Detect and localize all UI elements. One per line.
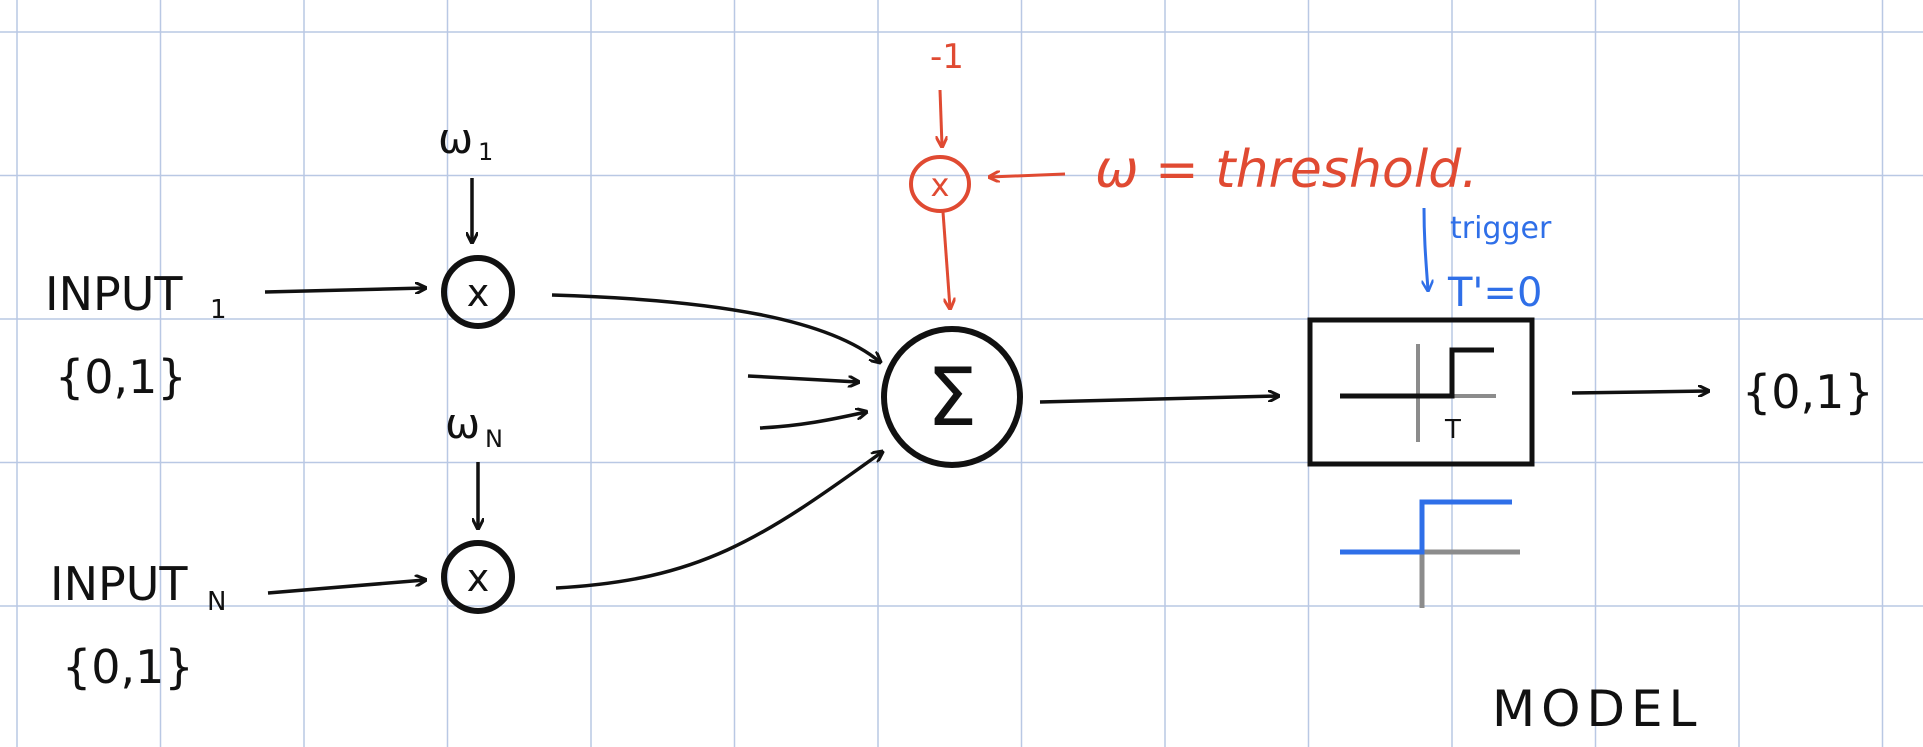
input-1: INPUT 1 {0,1} bbox=[45, 267, 425, 404]
trigger-equation: T'=0 bbox=[1447, 270, 1542, 316]
edge-node-n-to-sum bbox=[555, 452, 882, 590]
bias-to-sum-arrow bbox=[941, 211, 950, 308]
step-threshold-label: T bbox=[1444, 415, 1461, 445]
edge-extra-1-to-sum bbox=[747, 374, 858, 382]
multiply-node-1 bbox=[441, 255, 515, 329]
step-curve bbox=[1340, 347, 1494, 399]
bias-value-arrow bbox=[940, 89, 942, 146]
multiply-node-n-symbol: x bbox=[467, 556, 490, 600]
weight-1: ω 1 x bbox=[438, 114, 515, 329]
weight-1-symbol: ω bbox=[438, 114, 473, 163]
input-1-subscript: 1 bbox=[210, 295, 227, 325]
trigger-label: trigger bbox=[1450, 211, 1552, 246]
input-1-domain: {0,1} bbox=[55, 350, 187, 404]
input-n-arrow bbox=[267, 580, 425, 595]
input-1-label: INPUT bbox=[45, 267, 183, 321]
output-arrow bbox=[1571, 391, 1708, 393]
edge-sum-to-step bbox=[1039, 396, 1278, 404]
edge-extra-2-to-sum bbox=[759, 412, 866, 430]
weight-n-subscript: N bbox=[485, 425, 503, 453]
output-domain: {0,1} bbox=[1742, 365, 1874, 419]
shifted-step-curve bbox=[1340, 499, 1512, 555]
bias-multiply-node bbox=[909, 155, 971, 213]
step-function-box bbox=[1307, 317, 1535, 467]
bias-multiply-symbol: x bbox=[931, 166, 950, 204]
input-n-domain: {0,1} bbox=[62, 640, 194, 694]
weight-n: ω N x bbox=[441, 399, 515, 614]
trigger: trigger T'=0 bbox=[1340, 207, 1552, 608]
threshold-annotation: ω = threshold. bbox=[1095, 140, 1478, 200]
edge-node-1-to-sum bbox=[551, 293, 880, 362]
model-label: MODEL bbox=[1492, 680, 1702, 738]
input-1-arrow bbox=[264, 288, 425, 292]
bias: -1 x ω = threshold. bbox=[909, 37, 1478, 308]
input-n-subscript: N bbox=[207, 587, 226, 617]
sum-node: Σ bbox=[881, 326, 1023, 468]
bias-value: -1 bbox=[930, 37, 964, 77]
multiply-node-n bbox=[441, 540, 515, 614]
threshold-annotation-arrow bbox=[990, 174, 1066, 177]
output: {0,1} bbox=[1571, 365, 1874, 419]
step-function: T bbox=[1307, 317, 1535, 467]
sum-symbol: Σ bbox=[927, 351, 978, 444]
weight-n-symbol: ω bbox=[445, 399, 480, 448]
multiply-node-1-symbol: x bbox=[467, 271, 490, 315]
input-n: INPUT N {0,1} bbox=[50, 557, 425, 694]
input-n-label: INPUT bbox=[50, 557, 188, 611]
weight-1-subscript: 1 bbox=[478, 138, 493, 166]
edges-to-sum bbox=[551, 293, 882, 590]
trigger-arrow bbox=[1424, 207, 1428, 290]
